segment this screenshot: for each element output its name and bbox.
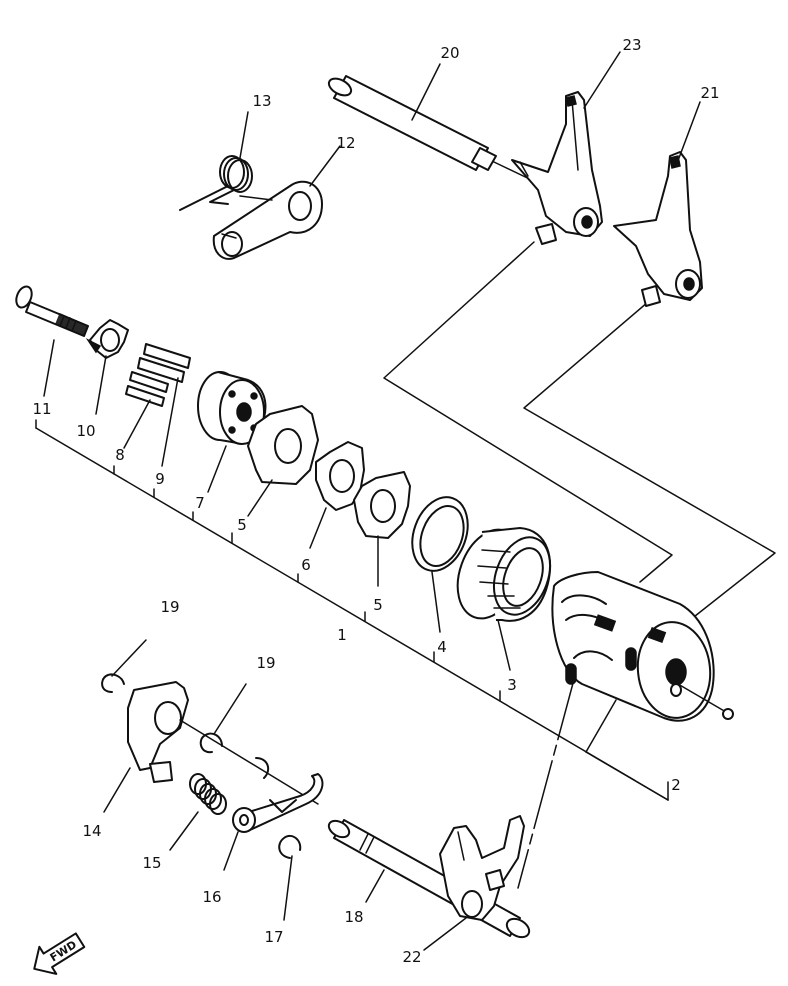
callout-12: 12 (336, 134, 355, 152)
part-20-fork-shaft (327, 63, 541, 185)
part-10-segment-plate (85, 319, 129, 415)
callout-4: 4 (437, 638, 447, 656)
callout-8: 8 (115, 446, 125, 464)
part-21-shift-fork (613, 101, 703, 307)
forward-direction-arrow: FWD (33, 932, 86, 975)
part-13-torsion-spring (179, 111, 253, 211)
callout-7: 7 (195, 494, 205, 512)
callout-3: 3 (507, 676, 517, 694)
part-12-lever (212, 145, 341, 260)
part-3-needle-bearing (456, 527, 552, 671)
callout-21: 21 (700, 84, 719, 102)
callout-19-left: 19 (160, 598, 179, 616)
assembly-bracket-lines (35, 241, 776, 889)
callout-15: 15 (142, 854, 161, 872)
part-22-shift-fork (423, 815, 525, 951)
drum-grooves (561, 594, 667, 685)
part-5-stopper-plate-upper (247, 405, 319, 517)
callout-5-lower: 5 (373, 596, 383, 614)
bearing-needles (477, 549, 521, 609)
part-14-stopper-lever (103, 681, 319, 813)
callout-16: 16 (202, 888, 221, 906)
callout-11: 11 (32, 400, 51, 418)
part-11-bolt (15, 285, 89, 397)
callout-20: 20 (440, 44, 459, 62)
part-19-circlip-left (101, 639, 147, 693)
part-23-shift-fork (511, 51, 621, 245)
callout-9: 9 (155, 470, 165, 488)
callout-5-upper: 5 (237, 516, 247, 534)
callout-22: 22 (402, 948, 421, 966)
part-15-coil-spring (169, 773, 227, 851)
callout-13: 13 (252, 92, 271, 110)
callout-23: 23 (622, 36, 641, 54)
shift-drum (551, 571, 734, 722)
part-4-circlip (411, 496, 469, 633)
part-17-circlip (278, 834, 302, 921)
callout-2: 2 (671, 776, 681, 794)
part-8-pins (123, 371, 169, 449)
callout-labels: 20 23 21 13 12 11 10 8 9 7 5 6 5 1 4 3 2… (32, 36, 719, 966)
part-16-return-spring (223, 757, 324, 871)
callout-14: 14 (82, 822, 101, 840)
part-7-shift-segment (197, 371, 267, 493)
callout-10: 10 (76, 422, 95, 440)
callout-1: 1 (337, 626, 347, 644)
callout-18: 18 (344, 908, 363, 926)
callout-17: 17 (264, 928, 283, 946)
part-6-cam-plate (309, 441, 365, 549)
callout-6: 6 (301, 556, 311, 574)
part-5-stopper-plate-lower (353, 471, 411, 587)
part-9-pins (137, 343, 191, 467)
part-19-circlip-right (199, 683, 247, 754)
callout-19-right: 19 (256, 654, 275, 672)
